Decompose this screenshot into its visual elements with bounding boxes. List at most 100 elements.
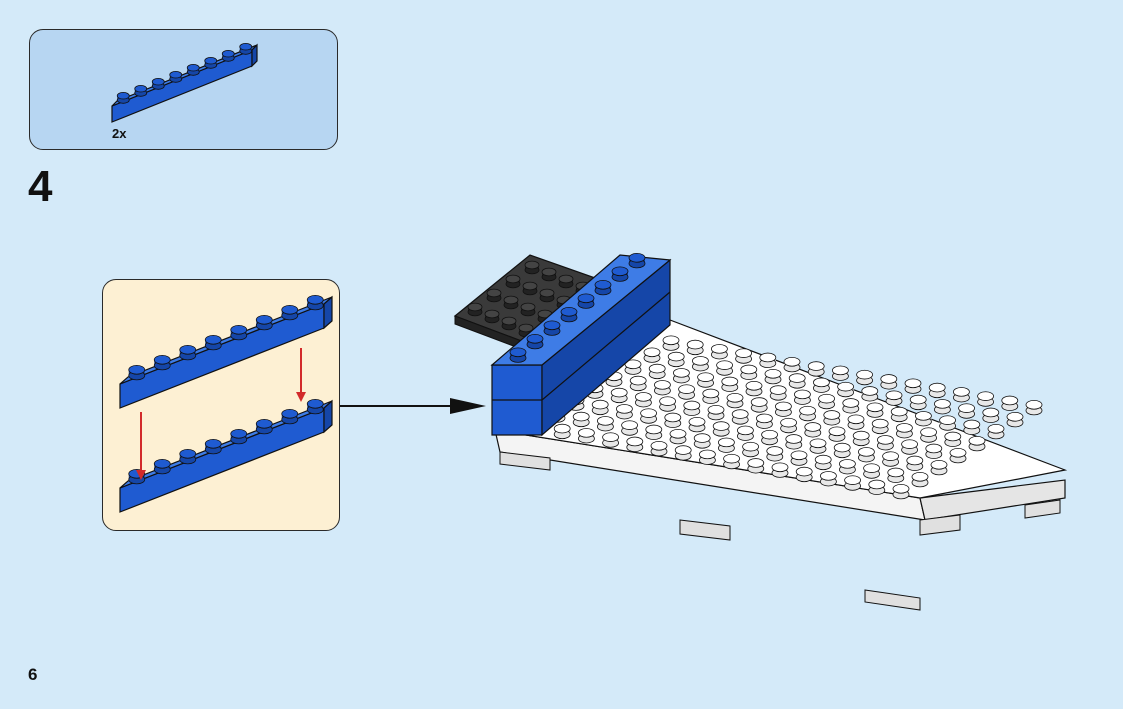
stud-top (501, 316, 517, 326)
stud-top (982, 407, 1000, 418)
stud-top (621, 420, 639, 430)
stud-top (852, 430, 870, 441)
stud-top (204, 438, 222, 449)
stud-top (204, 57, 218, 65)
stud-top (553, 423, 571, 434)
stud-top (895, 423, 913, 433)
stud-top (735, 348, 753, 358)
stud-top (674, 445, 692, 455)
stud-top (594, 279, 612, 290)
stud-top (933, 399, 951, 409)
stud-top (169, 71, 183, 79)
stud-top (629, 375, 647, 386)
brick-1x8-icon (111, 43, 258, 123)
stud-top (520, 302, 536, 312)
stud-top (958, 403, 975, 413)
stud-top (799, 405, 817, 416)
stud-top (230, 428, 248, 439)
stud-top (847, 414, 865, 425)
stud-top (558, 274, 574, 284)
stud-top (503, 295, 519, 305)
stud-top (837, 381, 855, 392)
stud-top (134, 85, 148, 93)
stud-top (863, 463, 881, 473)
stud-top (640, 408, 658, 418)
stud-top (698, 449, 716, 460)
brick-top (119, 400, 333, 489)
stud-top (804, 422, 822, 432)
stud-top (882, 451, 900, 461)
stud-top (686, 339, 704, 350)
stud-top (221, 50, 235, 58)
stud-top (693, 433, 711, 443)
stud-top (892, 483, 910, 494)
stud-top (653, 380, 671, 390)
stud-top (977, 391, 994, 401)
main-model-icon (453, 252, 1068, 611)
stud-top (831, 365, 849, 376)
stud-top (740, 364, 758, 375)
stud-top (518, 323, 534, 333)
stud-top (628, 252, 646, 263)
stud-top (672, 368, 690, 378)
stud-top (486, 288, 502, 298)
stud-top (761, 429, 779, 440)
stud-top (179, 344, 197, 355)
stud-top (876, 435, 894, 445)
stud-top (788, 373, 806, 383)
stud-top (128, 364, 146, 375)
stud-top (890, 406, 908, 417)
brick-end (323, 399, 333, 434)
stud-top (750, 397, 768, 407)
stud-top (572, 411, 590, 422)
stud-top (610, 387, 628, 398)
stud-top (885, 390, 903, 401)
stud-top (662, 335, 680, 346)
stud-top (790, 450, 808, 461)
stud-top (683, 400, 701, 411)
stud-top (968, 435, 986, 446)
stud-top (953, 387, 970, 397)
white-plate-end (919, 479, 1066, 521)
stud-top (833, 442, 851, 453)
stud-top (866, 402, 884, 413)
brick-end (251, 43, 258, 68)
stud-top (1025, 399, 1043, 410)
sub-assembly-callout (102, 279, 340, 531)
stud-top (823, 410, 841, 420)
stud-top (697, 372, 715, 382)
stud-top (615, 404, 633, 414)
stud-top (1001, 395, 1019, 406)
stud-top (543, 320, 561, 331)
stud-top (901, 439, 919, 449)
stud-top (723, 453, 741, 464)
stud-top (204, 334, 222, 345)
stud-top (669, 428, 687, 439)
stud-top (602, 432, 620, 442)
stud-top (664, 412, 682, 423)
stud-top (920, 427, 938, 437)
stud-top (591, 399, 609, 410)
parts-list-box: 2x (29, 29, 338, 150)
plate-foot (499, 451, 551, 471)
stud-top (780, 417, 798, 428)
stud-top (783, 356, 801, 367)
stud-top (838, 459, 856, 469)
stud-top (731, 409, 749, 419)
stud-top (887, 467, 905, 478)
plate-foot (679, 519, 731, 541)
stud-top (659, 396, 677, 406)
stud-top (742, 441, 760, 452)
stud-top (702, 388, 720, 399)
brick-top (111, 44, 258, 107)
stud-top (611, 266, 629, 277)
stud-top (914, 411, 932, 421)
stacking-bricks-icon (119, 294, 333, 513)
stud-top (577, 428, 595, 438)
stud-top (539, 288, 555, 298)
stud-top (928, 382, 946, 393)
stud-top (560, 306, 578, 317)
stud-top (151, 78, 165, 86)
stud-top (904, 378, 922, 389)
stud-top (861, 386, 879, 396)
